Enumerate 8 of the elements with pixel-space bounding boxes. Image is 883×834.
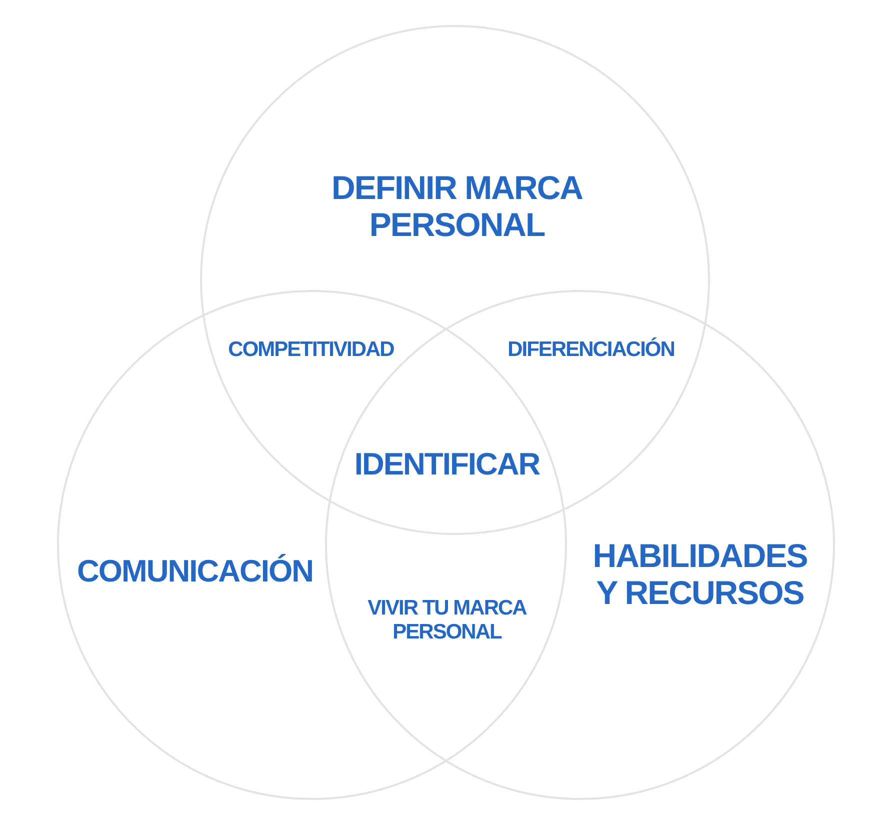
circle-title: DEFINIR MARCA PERSONAL bbox=[330, 170, 584, 244]
overlap-label: COMPETITIVIDAD bbox=[227, 338, 395, 362]
overlap-label: DIFERENCIACIÓN bbox=[506, 338, 676, 362]
overlap-label: IDENTIFICAR bbox=[353, 448, 541, 482]
venn-circle bbox=[200, 25, 710, 535]
circle-title: COMUNICACIÓN bbox=[76, 554, 314, 590]
overlap-label: VIVIR TU MARCA PERSONAL bbox=[366, 596, 528, 644]
circle-title: HABILIDADES Y RECURSOS bbox=[592, 538, 808, 612]
